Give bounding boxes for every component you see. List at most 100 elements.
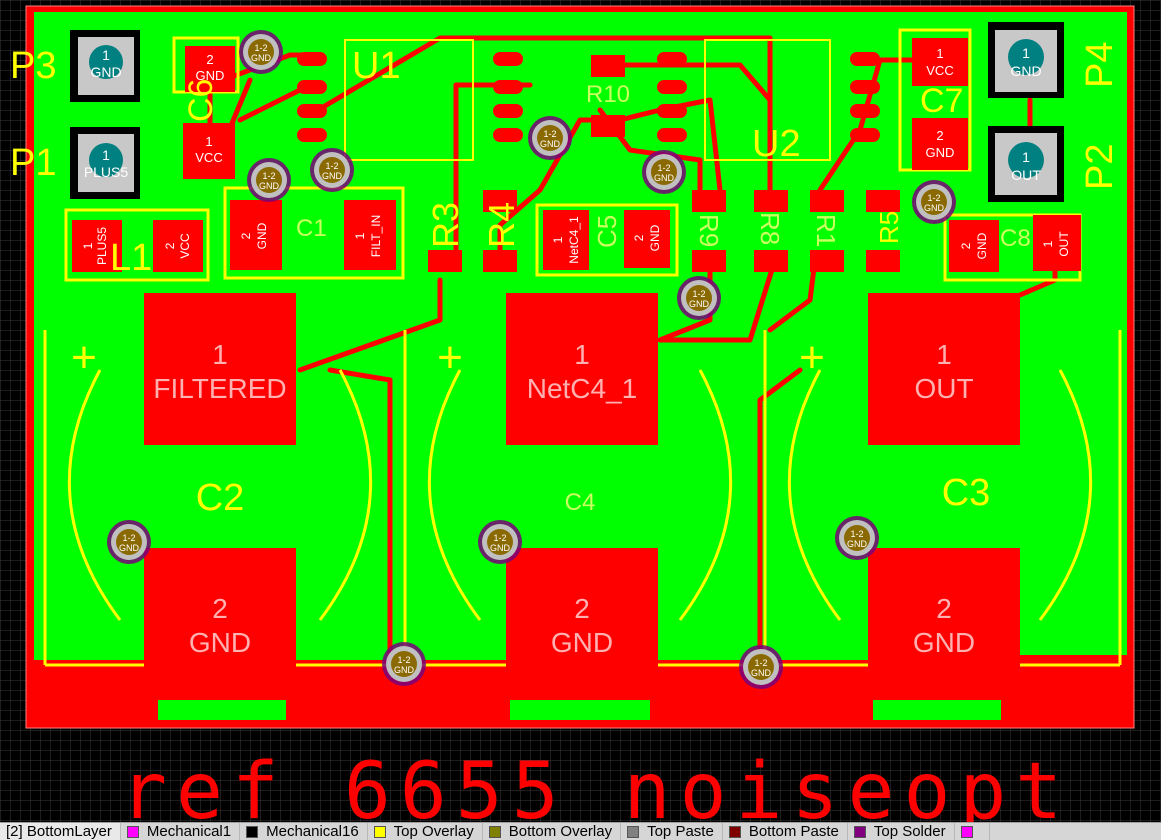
svg-text:1-2: 1-2 bbox=[754, 658, 767, 668]
pad-c1-1[interactable]: 1 FILT_IN bbox=[344, 200, 396, 270]
board-outline bbox=[25, 5, 1135, 729]
pad-c2-1[interactable]: 1 FILTERED bbox=[144, 293, 296, 445]
ic-outlines bbox=[344, 39, 831, 161]
layer-tab[interactable]: [2] BottomLayer bbox=[0, 823, 121, 840]
layer-tab-label: Bottom Paste bbox=[748, 823, 839, 840]
svg-text:1: 1 bbox=[1041, 240, 1055, 247]
designator-c2: C2 bbox=[196, 477, 245, 519]
designator-l1: L1 bbox=[110, 237, 152, 279]
svg-text:GND: GND bbox=[648, 224, 662, 251]
layer-tab[interactable]: Top Solder bbox=[848, 823, 955, 840]
svg-text:2: 2 bbox=[574, 593, 590, 624]
layer-tab[interactable]: Bottom Paste bbox=[723, 823, 848, 840]
pad-c7-1[interactable]: 1 VCC bbox=[912, 38, 968, 86]
svg-text:1-2: 1-2 bbox=[262, 171, 275, 181]
pcb-canvas[interactable]: 2 GND 1 VCC 1 VCC 2 GND 1 PLUS5 2 VCC 2 … bbox=[0, 0, 1161, 822]
layer-tab[interactable]: Bottom Overlay bbox=[483, 823, 622, 840]
pad-c7-2[interactable]: 2 GND bbox=[912, 118, 968, 170]
svg-text:1: 1 bbox=[102, 147, 110, 163]
pad-c6-2[interactable]: 2 GND bbox=[185, 46, 235, 92]
svg-text:1: 1 bbox=[212, 339, 228, 370]
svg-text:1: 1 bbox=[1022, 149, 1030, 165]
svg-text:1: 1 bbox=[1022, 45, 1030, 61]
pad-c5-2[interactable]: 2 GND bbox=[624, 210, 670, 268]
svg-text:2: 2 bbox=[936, 128, 943, 143]
svg-text:GND: GND bbox=[654, 173, 675, 183]
pad-c8-1[interactable]: 1 OUT bbox=[1033, 215, 1081, 271]
svg-text:VCC: VCC bbox=[178, 233, 192, 259]
designator-c6: C6 bbox=[182, 79, 220, 122]
svg-text:GND: GND bbox=[913, 627, 975, 658]
designator-r10: R10 bbox=[586, 81, 630, 108]
svg-text:GND: GND bbox=[394, 665, 415, 675]
layer-color-swatch bbox=[728, 825, 741, 838]
svg-text:OUT: OUT bbox=[914, 373, 973, 404]
svg-text:GND: GND bbox=[90, 64, 121, 80]
svg-text:1-2: 1-2 bbox=[927, 193, 940, 203]
layer-color-swatch bbox=[488, 825, 501, 838]
board-bottom-text: ref 6655 noiseopt bbox=[120, 747, 1071, 822]
designators: P3 P1 P4 P2 C6 C7 C1 L1 U1 U2 R10 R3 R4 … bbox=[10, 42, 1121, 519]
svg-text:VCC: VCC bbox=[195, 150, 222, 165]
designator-r1: R1 bbox=[811, 214, 841, 247]
svg-text:2: 2 bbox=[632, 234, 646, 241]
resistor-pads bbox=[428, 190, 900, 272]
designator-p4: P4 bbox=[1079, 42, 1121, 88]
svg-text:GND: GND bbox=[259, 181, 280, 191]
layer-tab-label: Mechanical16 bbox=[266, 823, 359, 840]
pad-c2-2[interactable]: 2 GND bbox=[144, 548, 296, 700]
svg-text:GND: GND bbox=[322, 171, 343, 181]
svg-text:GND: GND bbox=[926, 145, 955, 160]
svg-text:1-2: 1-2 bbox=[657, 163, 670, 173]
svg-text:1-2: 1-2 bbox=[122, 533, 135, 543]
layer-tab[interactable]: Top Paste bbox=[621, 823, 723, 840]
layer-tab-bar: [2] BottomLayer Mechanical1 Mechanical16 To… bbox=[0, 822, 1161, 840]
pad-c1-2[interactable]: 2 GND bbox=[230, 200, 282, 270]
connector-p3[interactable]: 1 GND bbox=[70, 30, 140, 102]
layer-tab-label: Mechanical1 bbox=[146, 823, 232, 840]
designator-r4: R4 bbox=[481, 202, 522, 248]
connector-p2[interactable]: 1 OUT bbox=[988, 126, 1064, 202]
designator-c5: C5 bbox=[592, 215, 622, 248]
svg-text:+: + bbox=[71, 333, 97, 382]
pad-c4-2[interactable]: 2 GND bbox=[506, 548, 658, 700]
pad-c4-1[interactable]: 1 NetC4_1 bbox=[506, 293, 658, 445]
pad-l1-2[interactable]: 2 VCC bbox=[153, 220, 203, 272]
layer-tab[interactable]: Mechanical1 bbox=[121, 823, 241, 840]
pad-c3-2[interactable]: 2 GND bbox=[868, 548, 1020, 700]
svg-text:1-2: 1-2 bbox=[543, 129, 556, 139]
svg-text:1: 1 bbox=[353, 232, 367, 239]
svg-text:GND: GND bbox=[847, 539, 868, 549]
layer-tab[interactable] bbox=[955, 823, 990, 840]
designator-c7: C7 bbox=[920, 82, 963, 120]
pad-c3-1[interactable]: 1 OUT bbox=[868, 293, 1020, 445]
pad-c5-1[interactable]: 1 NetC4_1 bbox=[543, 210, 589, 270]
layer-color-swatch bbox=[126, 825, 139, 838]
designator-p3: P3 bbox=[10, 45, 56, 87]
svg-text:GND: GND bbox=[490, 543, 511, 553]
pad-c8-2[interactable]: 2 GND bbox=[949, 220, 999, 272]
layer-tab-label: Top Paste bbox=[647, 823, 714, 840]
pad-c6-1[interactable]: 1 VCC bbox=[183, 123, 235, 179]
layer-tab[interactable]: Mechanical16 bbox=[240, 823, 368, 840]
layer-tab-label: Top Solder bbox=[873, 823, 946, 840]
connector-p4[interactable]: 1 GND bbox=[988, 22, 1064, 98]
svg-text:+: + bbox=[437, 333, 463, 382]
designator-u1: U1 bbox=[352, 45, 401, 87]
svg-text:2: 2 bbox=[163, 242, 177, 249]
pad-l1-1[interactable]: 1 PLUS5 bbox=[72, 220, 122, 272]
layer-tab[interactable]: Top Overlay bbox=[368, 823, 483, 840]
connector-p1[interactable]: 1 PLUS5 bbox=[70, 127, 140, 199]
